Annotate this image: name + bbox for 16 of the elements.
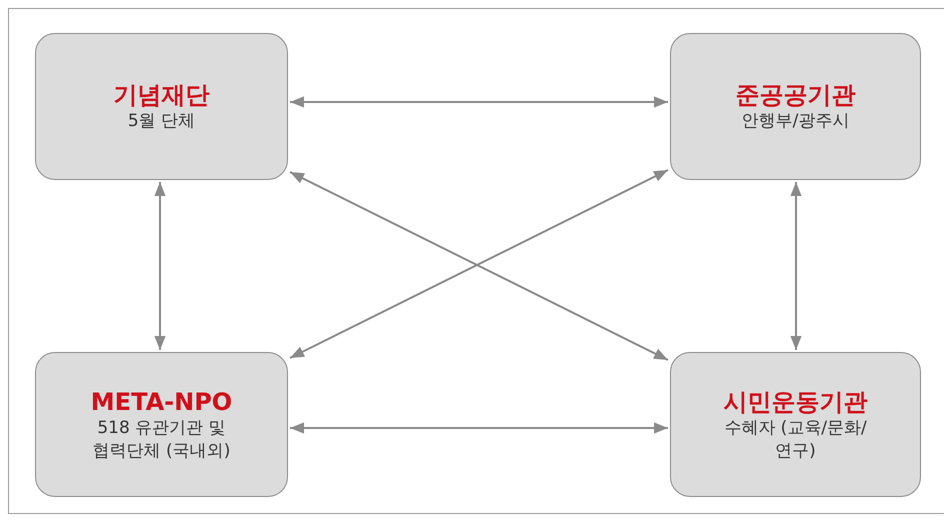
box-title: 준공공기관: [736, 80, 856, 110]
organization-box: [35, 33, 288, 180]
box-title: 시민운동기관: [724, 387, 868, 418]
double-arrow: [290, 422, 668, 434]
box-subtitle: 안행부/광주시: [742, 110, 850, 133]
organization-box: [670, 33, 921, 180]
box-subtitle: 5월 단체: [128, 110, 196, 133]
double-arrow: [154, 182, 166, 350]
box-title: META-NPO: [90, 387, 232, 418]
double-arrow: [790, 182, 802, 350]
organization-box: [35, 352, 288, 497]
box-subtitle: 수혜자 (교육/문화/연구): [723, 417, 868, 462]
box-subtitle: 518 유관기관 및 협력단체 (국내외): [92, 417, 232, 462]
double-arrow: [290, 96, 668, 108]
organization-box: [670, 352, 921, 497]
box-title: 기념재단: [114, 80, 210, 110]
